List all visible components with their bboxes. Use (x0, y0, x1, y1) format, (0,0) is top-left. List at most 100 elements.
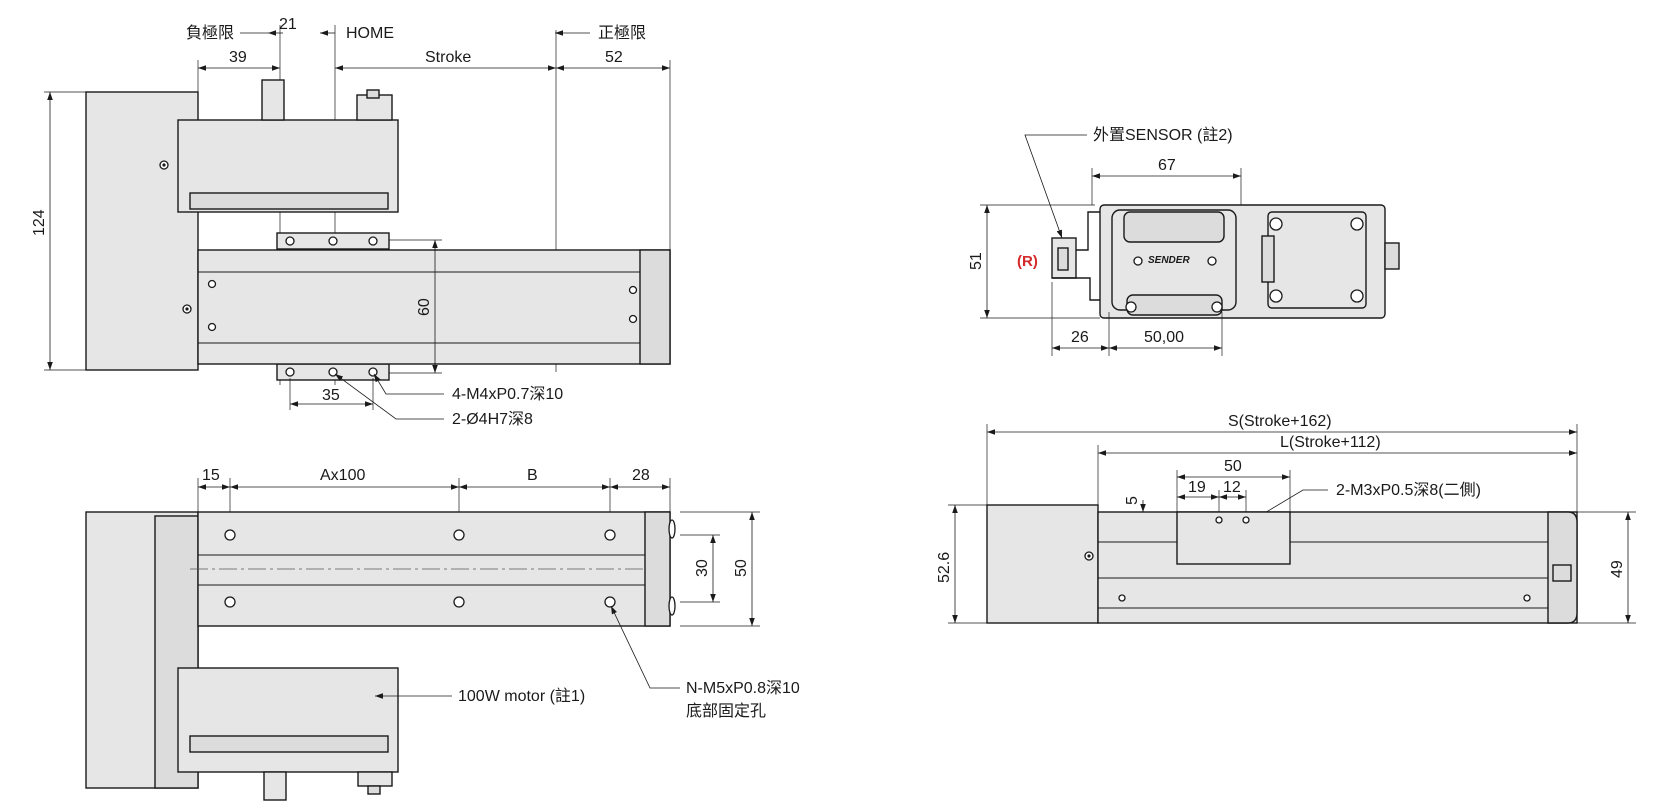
dim-19-label: 19 (1188, 479, 1206, 496)
motor-housing-side (986, 504, 1099, 624)
mount-note-line1: N-M5xP0.8深10 (686, 679, 800, 697)
dim-124-label: 124 (31, 209, 48, 236)
rail-hole (207, 322, 217, 332)
side-tap-note: 2-M3xP0.5深8(二側) (1336, 481, 1481, 499)
carriage-hole (285, 236, 295, 246)
dim-b-label: B (527, 467, 538, 484)
r-mark: (R) (1017, 253, 1038, 270)
sensor-screw (1211, 301, 1223, 313)
tap-note: 4-M4xP0.7深10 (452, 385, 563, 403)
sensor-screw (1207, 256, 1217, 266)
carriage-hole (368, 236, 378, 246)
carriage-hole (285, 367, 295, 377)
housing-screw-center (162, 163, 166, 167)
home-label: HOME (346, 25, 394, 42)
motor-body-step (189, 192, 389, 210)
dim-15-label: 15 (202, 467, 220, 484)
dim-50-00-label: 50,00 (1144, 329, 1184, 346)
connector-screw (1269, 289, 1283, 303)
motor-connector-cap (367, 785, 381, 795)
dim-12-label: 12 (1223, 479, 1241, 496)
carriage-tap-hole (1242, 516, 1250, 524)
end-view: 外置SENSOR (註2) 67 51 SENDER (R) 26 (968, 126, 1400, 356)
sensor-bracket (1076, 211, 1100, 251)
carriage-hole (328, 236, 338, 246)
motor-body (177, 667, 399, 773)
motor-connector-left (261, 79, 285, 121)
sensor-screw (1133, 256, 1143, 266)
carriage-side (1176, 511, 1291, 565)
motor-connector-cap (366, 89, 380, 99)
mount-hole (604, 529, 616, 541)
rail-endcap (644, 511, 671, 627)
motor-connector-right (357, 771, 393, 787)
dim-26-label: 26 (1071, 329, 1089, 346)
dim-21-label: 21 (279, 16, 297, 33)
dim-35-label: 35 (322, 387, 340, 404)
rail-hole (1523, 594, 1531, 602)
dim-60-label: 60 (416, 298, 433, 316)
rail-side (1097, 511, 1578, 624)
end-side-nub (1384, 242, 1400, 270)
pos-limit-label: 正極限 (598, 24, 646, 42)
rail-endcap (639, 249, 671, 365)
motor-note: 100W motor (註1) (458, 687, 585, 705)
mount-hole (224, 529, 236, 541)
sensor-plate-text: SENDER (1148, 255, 1190, 266)
length-label: L(Stroke+112) (1280, 434, 1381, 451)
dim-5-label: 5 (1124, 496, 1141, 505)
dim-49-label: 49 (1609, 560, 1626, 578)
carriage-50-label: 50 (1224, 458, 1242, 475)
sensor-screw (1125, 301, 1137, 313)
connector-flange (1261, 235, 1275, 283)
carriage-hole (368, 367, 378, 377)
endcap-screw (628, 314, 638, 324)
pin-note: 2-Ø4H7深8 (452, 410, 533, 428)
bottom-view: 15 Ax100 B 28 30 (85, 467, 800, 801)
dim-ax100-label: Ax100 (320, 467, 365, 484)
mount-hole (224, 596, 236, 608)
stroke-label: Stroke (425, 49, 471, 66)
mount-hole (453, 596, 465, 608)
housing-screw-center (185, 307, 189, 311)
sensor-housing-bottom (1126, 294, 1223, 316)
mount-note-leader (610, 605, 680, 689)
motor-body-step (189, 735, 389, 753)
top-view: 負極限 21 HOME 正極限 39 Stroke 52 124 (31, 16, 671, 428)
external-sensor-slot (1057, 247, 1069, 271)
mount-note-line2: 底部固定孔 (686, 702, 766, 720)
sensor-housing-top (1123, 211, 1225, 243)
rail-body (197, 249, 671, 365)
dim-51-label: 51 (968, 252, 985, 270)
rail-hole (207, 279, 217, 289)
overall-length-label: S(Stroke+162) (1228, 413, 1332, 430)
housing-screw-center (1087, 554, 1091, 558)
mount-hole (453, 529, 465, 541)
dim-52-label: 52 (605, 49, 623, 66)
pin-note-leader (334, 373, 444, 420)
dim-28-label: 28 (632, 467, 650, 484)
dim-67-label: 67 (1158, 157, 1176, 174)
connector-screw (1350, 289, 1364, 303)
connector-screw (1269, 217, 1283, 231)
motor-connector-right (356, 94, 393, 121)
sensor-bracket (1052, 277, 1100, 301)
dim-52-6-label: 52.6 (936, 552, 953, 583)
sensor-note: 外置SENSOR (註2) (1093, 126, 1233, 144)
carriage-tap-hole (1215, 516, 1223, 524)
endcap-boss (668, 596, 676, 616)
motor-connector-left (263, 771, 287, 801)
connector-screw (1350, 217, 1364, 231)
dim-50-label: 50 (733, 559, 750, 577)
mount-hole (604, 596, 616, 608)
dim-30-label: 30 (694, 559, 711, 577)
endcap-screw (628, 285, 638, 295)
sensor-note-leader (1024, 134, 1087, 239)
neg-limit-label: 負極限 (186, 24, 234, 42)
endcap-boss (668, 519, 676, 539)
endcap-plug (1552, 564, 1572, 582)
rail-hole (1118, 594, 1126, 602)
tap-note-leader (373, 373, 444, 395)
dim-39-label: 39 (229, 49, 247, 66)
